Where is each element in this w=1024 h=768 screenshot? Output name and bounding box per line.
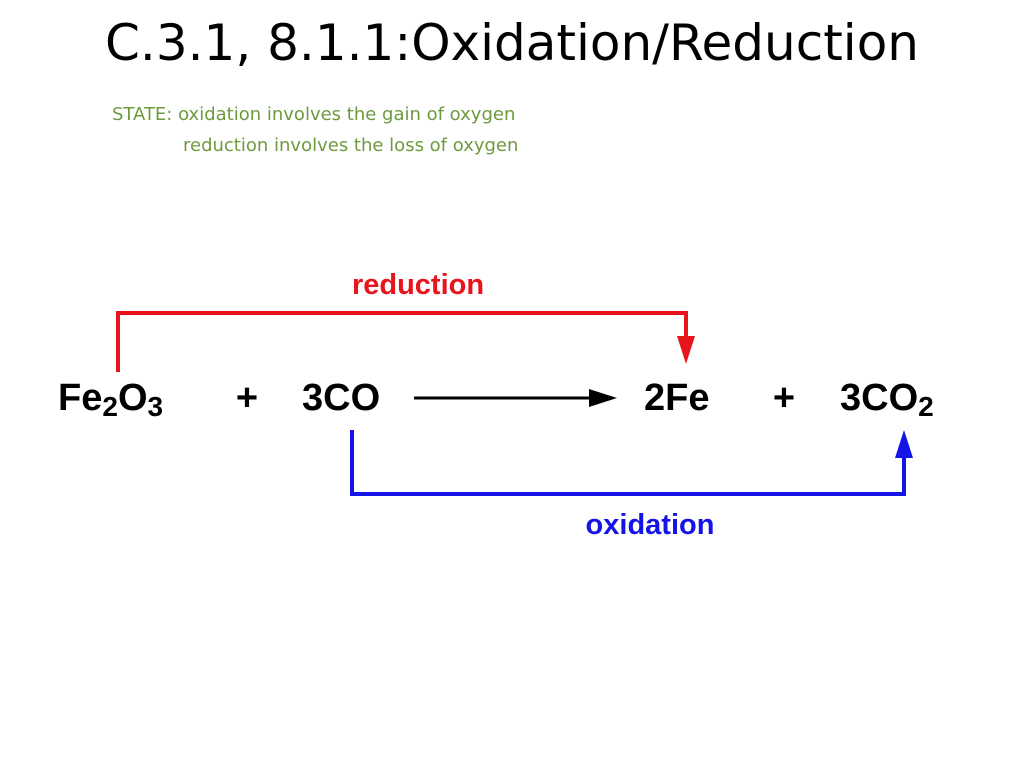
product-3co2-base: 3CO — [840, 377, 918, 419]
reaction-arrowhead — [589, 389, 617, 407]
state-line-oxidation: STATE: oxidation involves the gain of ox… — [112, 104, 516, 125]
oxidation-arrowhead — [895, 430, 913, 458]
reactant-fe2o3-mid: O — [118, 377, 148, 419]
reduction-arrowhead — [677, 336, 695, 364]
product-3co2-sub: 2 — [918, 391, 934, 422]
plus-sign-1: + — [236, 377, 258, 419]
reactant-fe2o3-sub1: 2 — [102, 391, 118, 422]
reduction-bracket-line — [116, 311, 688, 372]
reactant-fe2o3-base: Fe — [58, 377, 102, 419]
plus-sign-2: + — [773, 377, 795, 419]
chemical-equation: Fe2O3 + 3CO 2Fe + 3CO2 — [58, 377, 934, 422]
slide-title: C.3.1, 8.1.1:Oxidation/Reduction — [105, 14, 919, 72]
state-line-reduction: reduction involves the loss of oxygen — [183, 135, 519, 156]
reduction-label: reduction — [352, 269, 484, 301]
oxidation-arrow: oxidation — [350, 430, 913, 541]
reaction-arrow — [414, 389, 617, 407]
reactant-fe2o3-sub2: 3 — [148, 391, 164, 422]
oxidation-bracket-line — [350, 430, 906, 496]
reactant-fe2o3: Fe2O3 — [58, 377, 163, 422]
product-3co2: 3CO2 — [840, 377, 934, 422]
product-2fe: 2Fe — [644, 377, 709, 419]
reduction-arrow: reduction — [116, 269, 695, 372]
reactant-3co: 3CO — [302, 377, 380, 419]
oxidation-label: oxidation — [586, 509, 715, 541]
